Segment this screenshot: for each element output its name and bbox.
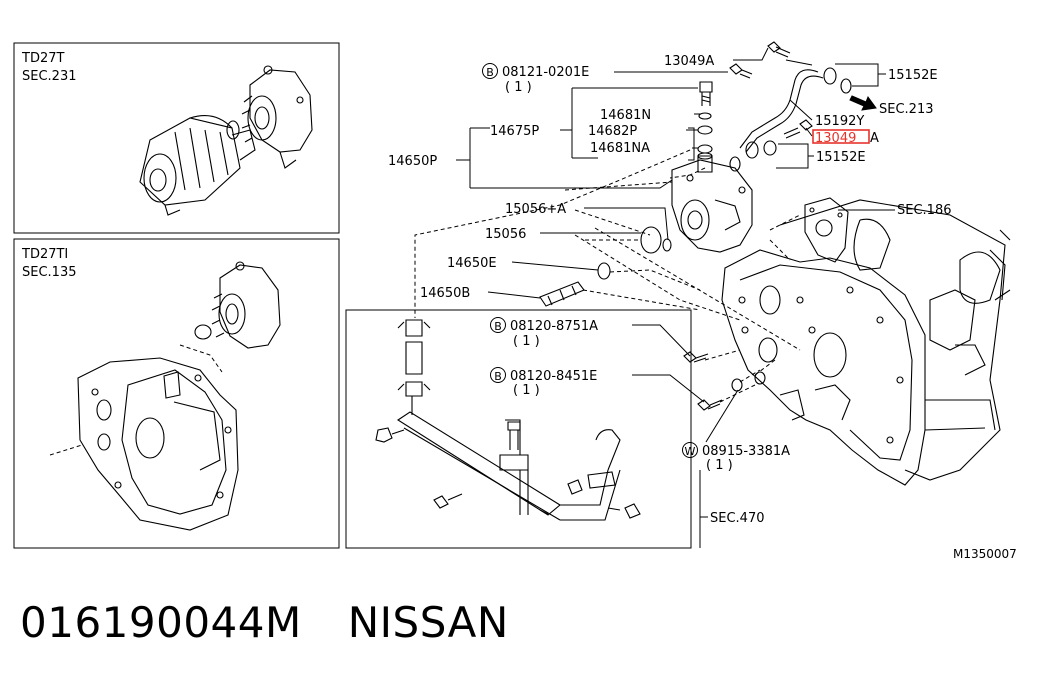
engine-block-drawing: [779, 199, 1011, 481]
sec213-arrow: [849, 95, 877, 111]
oil-tube-15192y: [739, 59, 824, 153]
label-15056: 15056: [485, 227, 526, 242]
label-13049a-mid-suffix: A: [870, 131, 879, 146]
washer-14681n: [698, 112, 712, 120]
label-14650b: 14650B: [420, 286, 470, 301]
svg-text:B: B: [494, 320, 502, 333]
connector-14650b: [539, 281, 585, 307]
washer-08915: [731, 378, 743, 392]
label-sec213: SEC.213: [879, 102, 934, 117]
inset-td27ti-model: TD27TI: [21, 247, 68, 262]
label-08121-qty: ( 1 ): [505, 80, 532, 95]
leader-lines: [456, 47, 895, 548]
label-13049a-top: 13049A: [664, 54, 714, 69]
inset-dashed-line: [49, 444, 83, 456]
inset-td27ti-sec: SEC.135: [22, 265, 77, 280]
front-plate-drawing: [77, 357, 239, 531]
label-14681na: 14681NA: [590, 141, 650, 156]
sec470-bolt-vertical: [507, 421, 521, 450]
sec470-detail-frame: [345, 309, 692, 549]
alternator-drawing: [139, 115, 256, 216]
alternator-oring: [226, 120, 240, 140]
bolt-symbol-08120-8451e: B: [490, 367, 506, 383]
diagram-id: M1350007: [953, 547, 1017, 561]
oring-15152e-mid-a: [745, 141, 759, 159]
pump-oring-bottom: [194, 324, 212, 340]
tube-stub: [688, 127, 695, 161]
label-14675p: 14675P: [490, 124, 539, 139]
footer-part-number: 016190044M: [20, 598, 302, 647]
label-sec186: SEC.186: [897, 203, 952, 218]
label-15152e-mid: 15152E: [816, 150, 866, 165]
label-15192y: 15192Y: [815, 114, 864, 129]
label-08915: 08915-3381A: [702, 444, 790, 459]
bolt-13049a-top: [767, 41, 791, 58]
washer-08915-b: [754, 371, 766, 385]
svg-text:W: W: [685, 445, 696, 458]
inset-td27ti-frame: [13, 238, 340, 549]
oring-15152e-top-a: [823, 67, 837, 85]
sec186-dashed-leader: [769, 214, 801, 261]
label-13049a-mid: 13049: [815, 131, 856, 146]
footer-caption: 016190044M NISSAN: [20, 598, 555, 647]
bolt-14681n: [699, 81, 713, 106]
pump-dashed-leader: [179, 344, 223, 373]
label-14681n: 14681N: [600, 108, 651, 123]
label-08120-8751a: 08120-8751A: [510, 319, 598, 334]
washer-14650e: [597, 262, 611, 280]
parts-diagram: TD27T SEC.231 TD27TI SEC.135: [13, 41, 1017, 561]
label-08120-8451e-qty: ( 1 ): [513, 383, 540, 398]
label-08915-qty: ( 1 ): [706, 458, 733, 473]
svg-text:B: B: [486, 66, 494, 79]
highlight-box-13049a: [812, 129, 870, 144]
sec186-gasket-drawing: [804, 197, 849, 263]
label-15056a: 15056+A: [505, 202, 566, 217]
label-08121: 08121-0201E: [502, 65, 589, 80]
label-sec470: SEC.470: [710, 511, 765, 526]
label-14682p: 14682P: [588, 124, 637, 139]
fitting-14650p: [697, 152, 713, 173]
washer-14682p: [697, 125, 713, 135]
oring-small: [729, 156, 741, 172]
label-15152e-top: 15152E: [888, 68, 938, 83]
bolt-symbol-08121: B: [482, 63, 498, 79]
oring-15152e-mid-b: [763, 140, 777, 156]
svg-text:B: B: [494, 370, 502, 383]
footer-brand: NISSAN: [347, 598, 509, 647]
oring-15056a: [662, 238, 672, 252]
bolt-08121: [729, 63, 753, 79]
label-14650p: 14650P: [388, 154, 437, 169]
inset-td27t-sec: SEC.231: [22, 69, 77, 84]
inset-td27t-frame: [13, 42, 340, 234]
label-08120-8451e: 08120-8451E: [510, 369, 597, 384]
gasket-15056: [640, 226, 662, 254]
vacuum-pump-main-drawing: [671, 159, 753, 253]
bolt-13049a-mid: [783, 119, 813, 139]
washer-14681na: [697, 144, 713, 154]
bolt-symbol-08120-8751a: B: [490, 317, 506, 333]
bolt-08120-8451e: [697, 399, 723, 411]
sec470-tube-assembly-drawing: [375, 319, 641, 521]
inset-td27t-model: TD27T: [21, 51, 64, 66]
oring-15152e-top-b: [840, 78, 852, 94]
vacuum-pump-top-drawing: [241, 65, 313, 169]
label-14650e: 14650E: [447, 256, 497, 271]
vacuum-pump-bottom-drawing: [211, 261, 281, 349]
label-08120-8751a-qty: ( 1 ): [513, 334, 540, 349]
washer-symbol-08915: W: [682, 442, 698, 458]
dashed-leaders: [414, 149, 801, 403]
